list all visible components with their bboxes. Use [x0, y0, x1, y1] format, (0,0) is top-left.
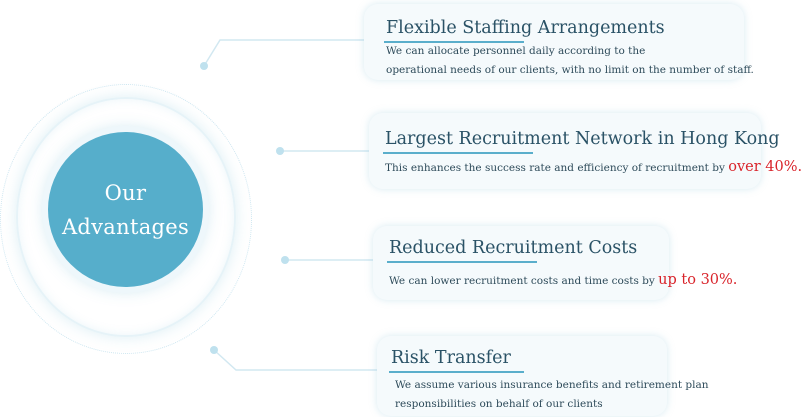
- connector-4: [213, 349, 378, 371]
- connector-lines: [200, 39, 378, 371]
- connector-dot-4: [210, 346, 218, 354]
- center-title-line1: Our: [104, 180, 147, 205]
- card-title: Flexible Staffing Arrangements: [386, 18, 665, 38]
- card-title: Risk Transfer: [391, 348, 511, 368]
- inner-glow-ring: [16, 97, 236, 337]
- title-underline: [387, 261, 537, 263]
- card-description: This enhances the success rate and effic…: [385, 158, 802, 178]
- title-underline: [384, 41, 524, 43]
- card-description-line: operational needs of our clients, with n…: [386, 64, 754, 76]
- advantages-center-circle: Our Advantages: [48, 132, 203, 287]
- title-underline: [383, 152, 533, 154]
- advantage-card-risk-transfer: Risk Transfer We assume various insuranc…: [377, 336, 709, 416]
- advantage-card-recruitment-network: Largest Recruitment Network in Hong Kong…: [369, 113, 802, 189]
- highlight-stat: over 40%.: [728, 159, 802, 175]
- card-description: We can allocate personnel daily accordin…: [386, 42, 754, 80]
- card-description-text: We can lower recruitment costs and time …: [389, 275, 655, 287]
- card-description: We assume various insurance benefits and…: [395, 376, 709, 414]
- card-title: Reduced Recruitment Costs: [389, 238, 638, 258]
- title-underline: [389, 371, 524, 373]
- card-description-line: responsibilities on behalf of our client…: [395, 398, 603, 410]
- card-description-line: We can allocate personnel daily accordin…: [386, 45, 646, 57]
- connector-1: [203, 39, 365, 67]
- connector-dot-1: [200, 62, 208, 70]
- center-title-line2: Advantages: [61, 214, 190, 239]
- highlight-stat: up to 30%.: [658, 272, 738, 288]
- card-description: We can lower recruitment costs and time …: [389, 271, 737, 291]
- connector-dot-2: [276, 147, 284, 155]
- outer-dotted-ring: [0, 84, 252, 354]
- advantage-card-flexible-staffing: Flexible Staffing Arrangements We can al…: [364, 4, 754, 80]
- advantage-card-reduced-costs: Reduced Recruitment Costs We can lower r…: [373, 226, 737, 300]
- card-title: Largest Recruitment Network in Hong Kong: [385, 129, 780, 149]
- card-description-text: This enhances the success rate and effic…: [385, 162, 725, 174]
- connector-dot-3: [281, 256, 289, 264]
- card-description-line: We assume various insurance benefits and…: [395, 379, 709, 391]
